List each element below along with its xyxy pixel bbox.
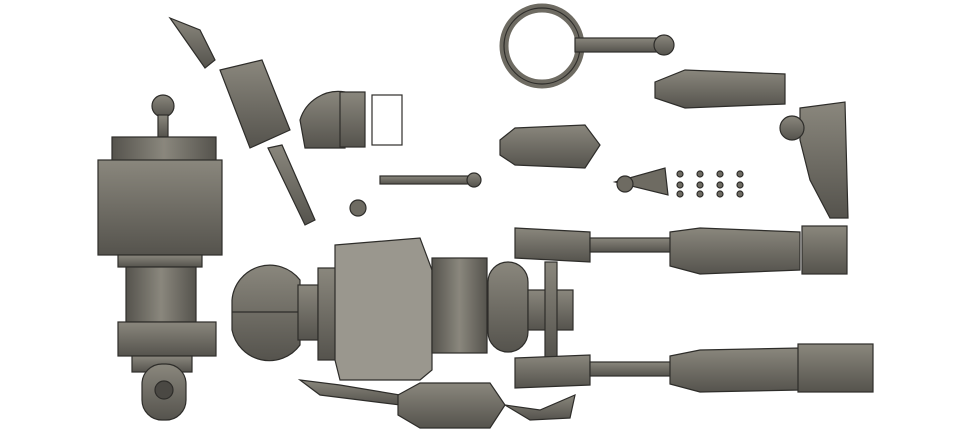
shoulder-cap xyxy=(299,90,403,149)
foot-side xyxy=(799,101,849,219)
leg-lower xyxy=(514,343,874,393)
small-fasteners xyxy=(349,167,744,217)
forearm-segment xyxy=(379,69,786,188)
shoulder-assembly xyxy=(97,94,223,421)
ring-handle xyxy=(499,3,675,89)
pin-joint xyxy=(779,115,805,141)
head xyxy=(231,264,319,362)
torso xyxy=(317,237,574,381)
upper-arm-assembly xyxy=(168,16,316,226)
leg-upper xyxy=(514,225,848,358)
lower-arm-and-hand xyxy=(297,379,576,429)
